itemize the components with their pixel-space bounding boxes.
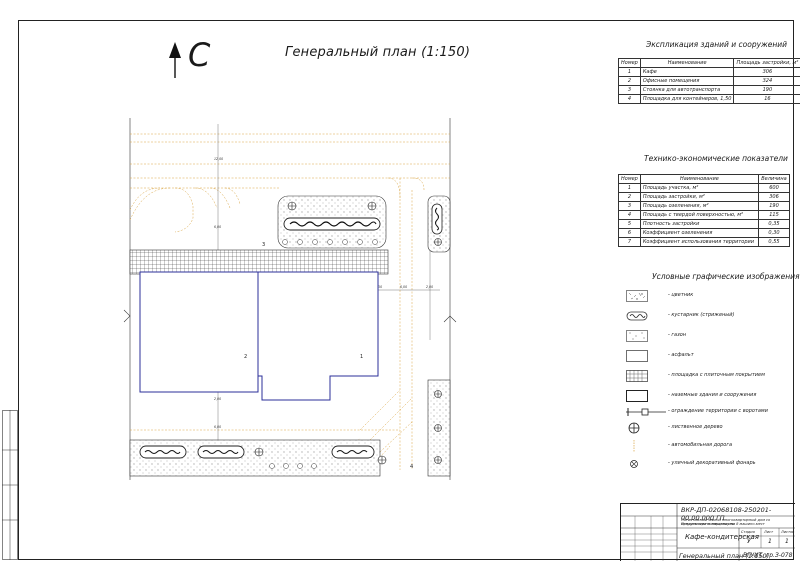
- object-name: Кафе-кондитерская: [685, 533, 759, 541]
- legend-item: - уличный декоративный фонарь: [626, 458, 796, 476]
- fence-gate-icon: [626, 408, 666, 416]
- building-2: [139, 271, 259, 393]
- legend-label: - асфальт: [668, 352, 694, 358]
- project-note: Пятиэтажный жилой многоквартирный дом со…: [681, 518, 771, 526]
- plan-title: Генеральный план (1:150): [285, 45, 471, 60]
- dimension-label: 2,00: [214, 397, 221, 401]
- tiled-area-icon: [626, 370, 648, 382]
- stamp-header: Лист: [764, 530, 774, 534]
- legend-label: - площадка с плиточным покрытием: [668, 372, 765, 378]
- legend-item: - автомобильная дорога: [626, 440, 796, 458]
- north-label: С: [188, 36, 211, 74]
- dimension-label: 6,00: [400, 285, 407, 289]
- legend-item: - ограждение территории с воротами: [626, 406, 796, 424]
- table-cell: Коэффициент использования территории: [639, 237, 760, 247]
- legend-item: - асфальт: [626, 350, 796, 368]
- legend-item: - наземные здания и сооружения: [626, 390, 796, 408]
- stamp-value: 1: [768, 538, 772, 545]
- legend-label: - автомобильная дорога: [668, 442, 733, 448]
- explication-table: Номер Наименование Площадь застройки, м²…: [618, 58, 800, 104]
- area-4-label: 4: [410, 464, 413, 470]
- project-note: Предусмотреть парковку на 8 машино-мест: [681, 522, 765, 526]
- tiled-walkway: [129, 249, 389, 275]
- legend-item: - лиственное дерево: [626, 422, 796, 440]
- dimension-label: 2,00: [426, 285, 433, 289]
- building-1: [257, 271, 379, 401]
- table-header-row: Номер Наименование Площадь застройки, м²: [618, 58, 800, 68]
- legend-label: - газон: [668, 332, 687, 338]
- title-block: ВКР-ДП-02068108-250201-00.00.000 ГП Пяти…: [620, 503, 795, 561]
- legend-label: - лиственное дерево: [668, 424, 723, 430]
- stamp-value: 1: [785, 538, 789, 545]
- legend-title: Условные графические изображения: [652, 272, 800, 281]
- asphalt-icon: [626, 350, 648, 362]
- road-lines: [129, 133, 450, 473]
- stamp-header: Листов: [781, 530, 795, 534]
- planter-bottom: [129, 439, 387, 477]
- legend-label: - уличный декоративный фонарь: [668, 460, 756, 466]
- legend-item: - кустарник (стриженый): [626, 310, 796, 328]
- dimension-label: 2,00: [375, 285, 382, 289]
- title-block-grid: [621, 504, 795, 561]
- building-outline-icon: [626, 390, 648, 402]
- legend-item: - площадка с плиточным покрытием: [626, 370, 796, 388]
- building-2-label: 2: [244, 354, 247, 360]
- sheet-name: Генеральный план (1:150): [679, 552, 770, 560]
- lawn-icon: [626, 330, 648, 342]
- planter-top: [277, 195, 387, 249]
- street-lamp-icon: [630, 460, 638, 468]
- legend-label: - ограждение территории с воротами: [668, 408, 768, 414]
- stamp-value: У: [747, 538, 751, 545]
- explication-title: Экспликация зданий и сооружений: [646, 40, 788, 49]
- north-indicator: С: [166, 36, 212, 82]
- legend-label: - кустарник (стриженый): [668, 312, 735, 318]
- left-margin-stamp: [2, 410, 18, 560]
- road-icon: [633, 440, 635, 452]
- dimension-label: 6,00: [214, 225, 221, 229]
- legend-item: - цветник: [626, 290, 796, 308]
- deciduous-tree-icon: [628, 422, 640, 434]
- planter-right: [427, 195, 451, 477]
- area-3-label: 3: [262, 242, 265, 248]
- legend-label: - цветник: [668, 292, 694, 298]
- organization: ВГУИТ, гр.З-078: [743, 552, 793, 559]
- drawing-code: ВКР-ДП-02068108-250201-00.00.000 ГП: [681, 506, 772, 522]
- drawing-frame: [18, 20, 794, 560]
- dimension-label: 6,00: [214, 425, 221, 429]
- legend-label: - наземные здания и сооружения: [668, 392, 757, 398]
- stamp-header: Стадия: [741, 530, 755, 534]
- flowerbed-icon: [626, 290, 648, 302]
- tep-title: Технико-экономические показатели: [644, 154, 788, 163]
- building-1-label: 1: [360, 354, 363, 360]
- table-cell: 0,55: [758, 237, 790, 247]
- legend-item: - газон: [626, 330, 796, 348]
- dimension-label: 12,00: [214, 157, 223, 161]
- shrub-hedge-icon: [626, 311, 648, 321]
- north-arrow-icon: [169, 42, 181, 78]
